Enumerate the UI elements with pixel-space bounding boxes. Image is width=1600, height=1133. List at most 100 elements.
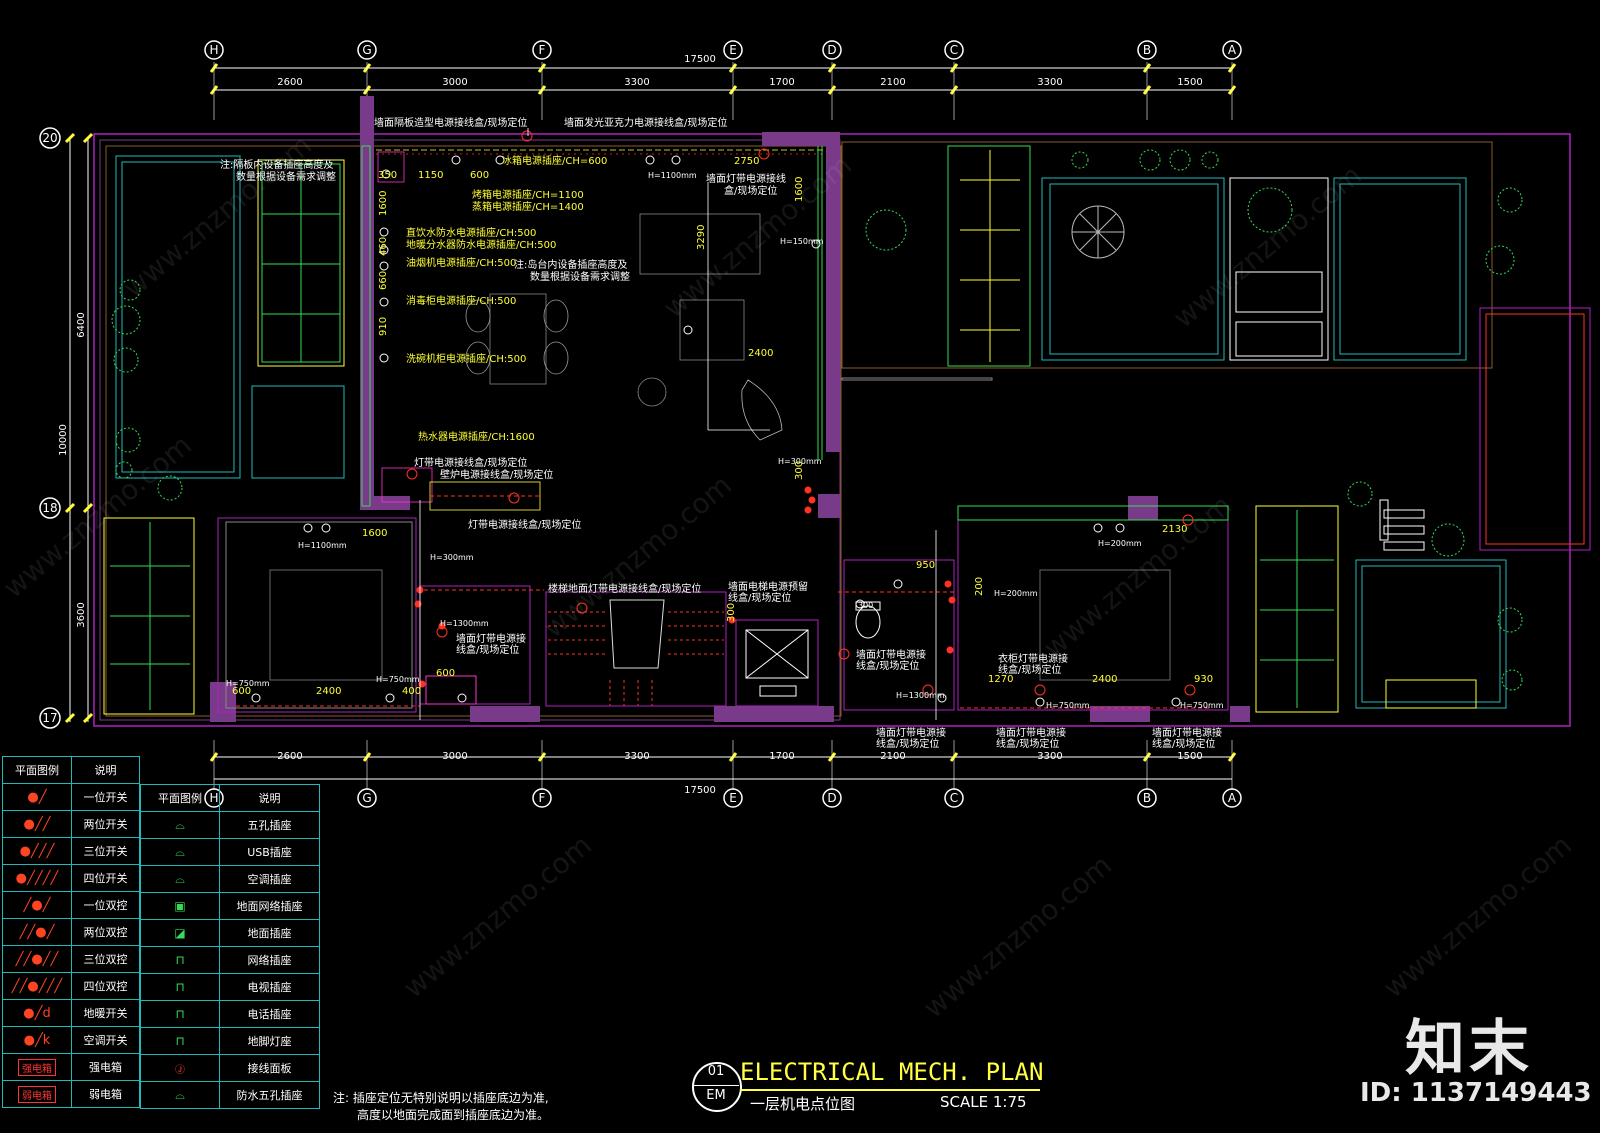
- net-socket-icon: ⊓: [140, 946, 220, 974]
- annotation: 墙面灯带电源接线: [706, 172, 786, 185]
- junction-boxes: [406, 130, 1196, 696]
- weak-box-icon: 弱电箱: [2, 1080, 72, 1108]
- legend-desc: 地脚灯座: [219, 1027, 320, 1055]
- phone-socket-icon: ⊓: [140, 1000, 220, 1028]
- axis-top-f: F: [539, 43, 546, 57]
- dim: H=1300mm: [440, 619, 489, 628]
- axis-left-17: 17: [42, 711, 57, 725]
- dim: H=750mm: [1046, 701, 1090, 710]
- axis-top-c: C: [950, 43, 958, 57]
- small-dimensions: 350 1150 600 2750 1600 H=1100mm H=150mm …: [226, 156, 1224, 710]
- annotation: 烤箱电源插座/CH=1100: [472, 188, 584, 201]
- legend-header-symbol: 平面图例: [2, 756, 72, 784]
- legend-desc: USB插座: [219, 838, 320, 866]
- annotation: 线盒/现场定位: [996, 737, 1059, 750]
- dim: 1600: [362, 528, 387, 539]
- annotation: 线盒/现场定位: [998, 663, 1061, 676]
- dim-top: 2100: [880, 77, 905, 88]
- waterproof-socket-icon: ⌓: [140, 1081, 220, 1109]
- plants-left: [111, 279, 183, 501]
- image-id: ID: 1137149443: [1360, 1078, 1592, 1108]
- title-circle-divider: [693, 1085, 739, 1086]
- note-line: 注: 插座定位无特别说明以插座底边为准,: [333, 1091, 549, 1105]
- annotation: 楼梯地面灯带电源接线盒/现场定位: [548, 582, 701, 595]
- dim: H=200mm: [1098, 539, 1142, 548]
- dim-bottom: 1700: [769, 751, 794, 762]
- dim: 2400: [748, 348, 773, 359]
- drawing-note: 注: 插座定位无特别说明以插座底边为准, 高度以地面完成面到插座底边为准。: [333, 1090, 549, 1124]
- legend-desc: 五孔插座: [219, 811, 320, 839]
- dim-bottom: 3300: [1037, 751, 1062, 762]
- walls: [210, 96, 1250, 722]
- annotation: 地暖分水器防水电源插座/CH:500: [406, 238, 556, 251]
- axis-top-d: D: [827, 43, 836, 57]
- drawing-title: ELECTRICAL MECH. PLAN: [740, 1058, 1044, 1086]
- dim: H=750mm: [376, 675, 420, 684]
- annotation: 灯带电源接线盒/现场定位: [468, 518, 581, 531]
- dim: H=300mm: [778, 457, 822, 466]
- annotation: 墙面灯带电源接: [1152, 726, 1222, 739]
- dim-left: 3600: [76, 602, 87, 627]
- annotation: 注:隔板内设备插座高度及: [220, 158, 333, 171]
- axis-bubbles-top: [39, 40, 1242, 808]
- axis-top-a: A: [1228, 43, 1237, 57]
- drawing-code: EM: [706, 1088, 726, 1103]
- annotation: 数量根据设备需求调整: [236, 170, 336, 183]
- legend-desc: 地面插座: [219, 919, 320, 947]
- dim: 1150: [418, 170, 443, 181]
- axis-left-18: 18: [42, 501, 57, 515]
- annotation: 墙面电梯电源预留: [728, 580, 808, 593]
- floor-net-socket-icon: ▣: [140, 892, 220, 920]
- junction-panel-icon: Ⓙ: [140, 1054, 220, 1082]
- right-side-panel: [1479, 307, 1591, 551]
- legend-header-desc: 说明: [219, 784, 320, 812]
- dim: 300: [726, 603, 737, 622]
- legend-desc: 空调开关: [71, 1026, 140, 1054]
- drawing-subtitle: 一层机电点位图: [750, 1095, 856, 1113]
- dim-top: 2600: [277, 77, 302, 88]
- dim-bottom-total: 17500: [684, 785, 716, 796]
- dim-bottom: 3300: [624, 751, 649, 762]
- dim: 2130: [1162, 524, 1187, 535]
- dim-top: 3300: [624, 77, 649, 88]
- dim: 600: [470, 170, 489, 181]
- axis-top-b: B: [1143, 43, 1151, 57]
- axis-bottom-g: G: [362, 791, 371, 805]
- stair-frame: [545, 591, 727, 707]
- axis-bottom-c: C: [950, 791, 958, 805]
- dim: 600: [232, 686, 251, 697]
- switch-4-icon: ●╱╱╱╱: [2, 864, 72, 892]
- top-dimension-lines: [69, 67, 1232, 780]
- annotation: 热水器电源插座/CH:1600: [418, 430, 535, 443]
- axis-bottom-a: A: [1228, 791, 1237, 805]
- dim: 660: [378, 271, 389, 290]
- switch-2-icon: ●╱╱: [2, 810, 72, 838]
- dim: H=750mm: [226, 679, 270, 688]
- annotation: 灯带电源接线盒/现场定位: [414, 456, 527, 469]
- title-underline: [740, 1089, 1040, 1091]
- dual-3-icon: ╱╱●╱╱: [2, 945, 72, 973]
- bedroom-right: [843, 505, 1229, 711]
- annotation: 线盒/现场定位: [1152, 737, 1215, 750]
- switch-3-icon: ●╱╱╱: [2, 837, 72, 865]
- annotation: 墙面灯带电源接: [456, 632, 526, 645]
- legend-desc: 强电箱: [71, 1053, 140, 1081]
- dual-2-icon: ╱╱●╱: [2, 918, 72, 946]
- annotation: 油烟机电源插座/CH:500: [406, 256, 516, 269]
- dim: 910: [378, 317, 389, 336]
- dim-bottom: 2100: [880, 751, 905, 762]
- ac-socket-icon: ⌓: [140, 865, 220, 893]
- annotation: 墙面隔板造型电源接线盒/现场定位: [374, 116, 527, 129]
- tv-socket-icon: ⊓: [140, 973, 220, 1001]
- switch-symbols: [414, 486, 956, 688]
- annotation: 线盒/现场定位: [876, 737, 939, 750]
- dim: 2750: [734, 156, 759, 167]
- wiring-lines: [236, 495, 1210, 709]
- legend-desc: 电视插座: [219, 973, 320, 1001]
- legend-desc: 电话插座: [219, 1000, 320, 1028]
- dim: H=750mm: [1180, 701, 1224, 710]
- legend-desc: 网络插座: [219, 946, 320, 974]
- plants-right: [865, 149, 1523, 691]
- legend-desc: 三位开关: [71, 837, 140, 865]
- legend-desc: 地暖开关: [71, 999, 140, 1027]
